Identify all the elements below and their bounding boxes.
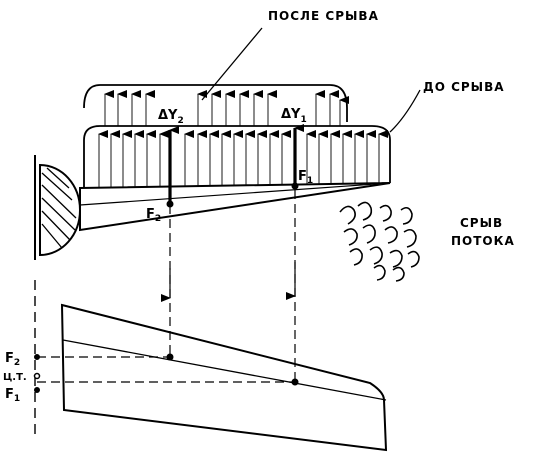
label-flow-stall-2: ПОТОКА <box>451 234 515 248</box>
f2-front-point <box>166 200 174 208</box>
wing-front-view <box>79 182 391 232</box>
projection-arrows <box>161 262 296 302</box>
f1-axis-point <box>34 387 40 393</box>
wing-plan-view <box>60 303 388 452</box>
label-before-stall: ДО СРЫВА <box>423 80 505 94</box>
cg-axis-point <box>33 372 41 380</box>
f1-plan-point <box>291 378 299 386</box>
lift-distribution-before-stall <box>83 90 391 188</box>
label-cg-axis: Ц.Т. <box>3 372 27 383</box>
lift-distribution-after-stall <box>83 84 348 122</box>
f2-plan-point <box>166 353 174 361</box>
projection-lines <box>169 190 296 380</box>
reference-lines <box>37 356 295 383</box>
label-delta-y1: ΔY1 <box>281 107 307 125</box>
f1-front-point <box>291 182 299 190</box>
f2-axis-point <box>34 354 40 360</box>
leader-lines <box>201 27 421 133</box>
resultant-lift-arrows <box>168 124 304 203</box>
fuselage-section <box>34 155 82 440</box>
label-group: ПОСЛЕ СРЫВА ДО СРЫВА СРЫВ ПОТОКА ΔY2 ΔY1… <box>3 9 515 404</box>
lift-arrows <box>98 90 388 188</box>
reference-points <box>33 182 299 393</box>
stall-turbulence-icon <box>339 201 420 282</box>
label-after-stall: ПОСЛЕ СРЫВА <box>268 9 379 23</box>
label-flow-stall-1: СРЫВ <box>460 216 503 230</box>
label-f2-axis: F2 <box>5 351 20 368</box>
label-f2-front: F2 <box>146 207 161 224</box>
label-f1-front: F1 <box>298 169 313 186</box>
label-delta-y2: ΔY2 <box>158 108 184 126</box>
label-f1-axis: F1 <box>5 387 20 404</box>
